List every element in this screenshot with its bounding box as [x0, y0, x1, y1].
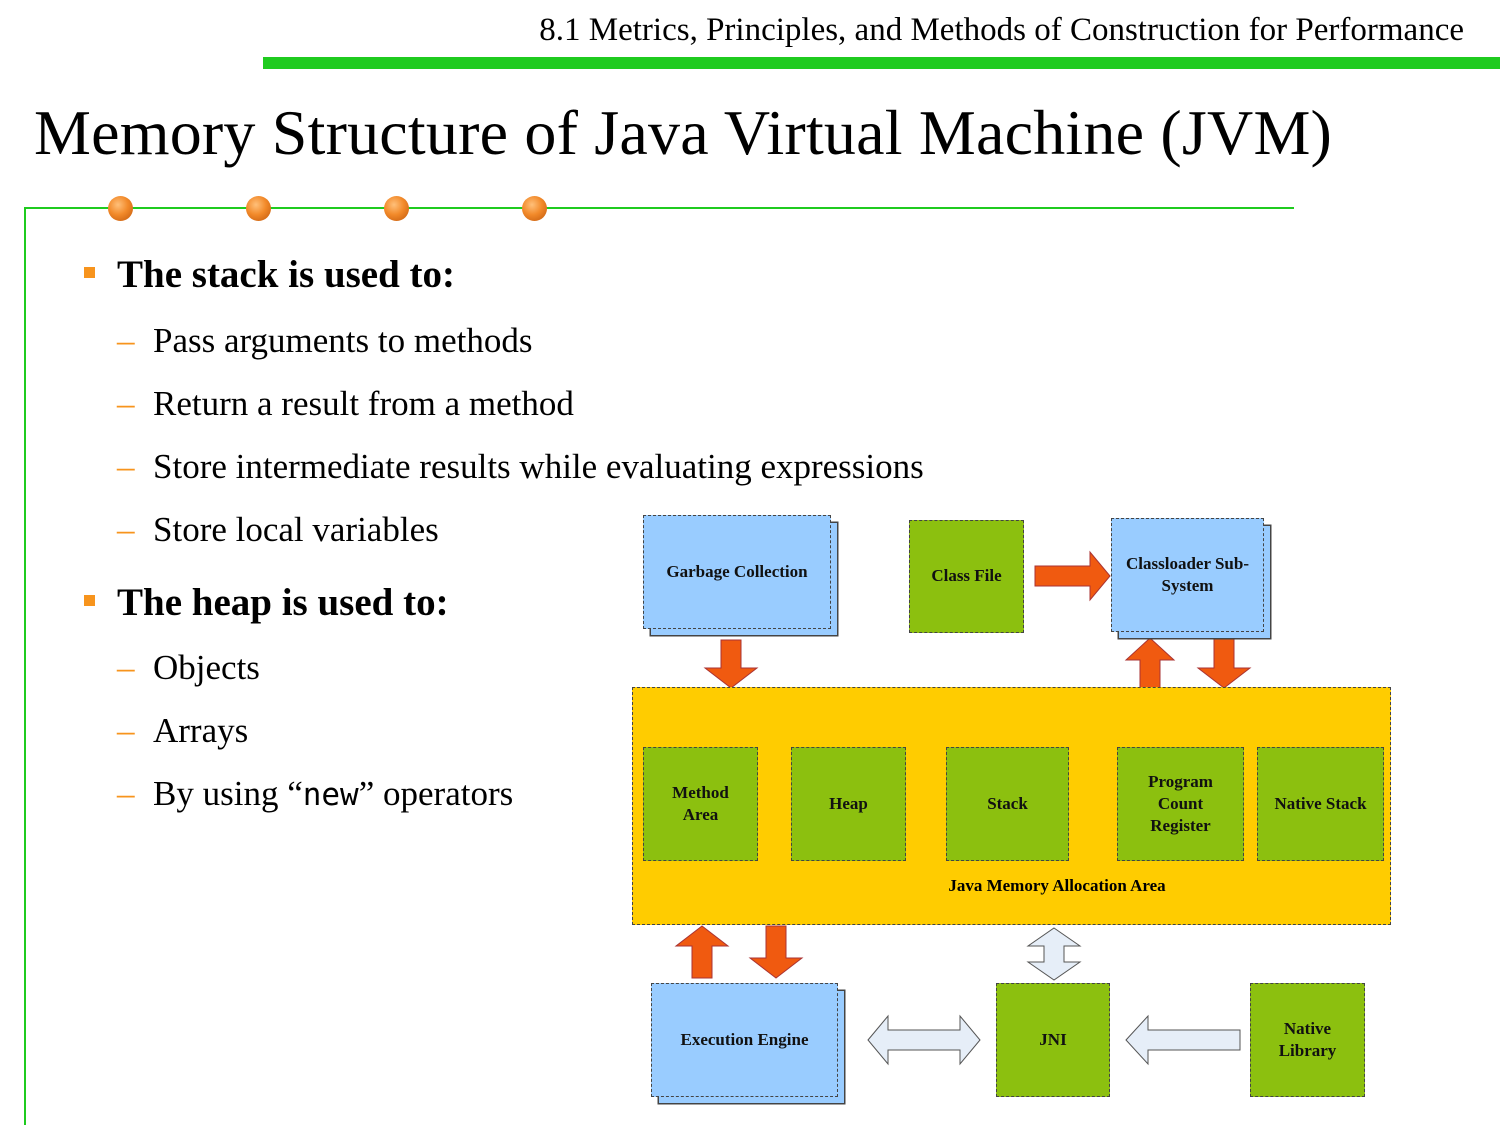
arrow-down-icon: [1196, 635, 1252, 689]
stack-box: Stack: [946, 747, 1069, 861]
arrow-down-icon: [703, 639, 759, 689]
title-divider: [24, 207, 1294, 209]
program-count-register-box: Program Count Register: [1117, 747, 1244, 861]
dash-bullet-icon: –: [117, 774, 135, 813]
heap-box: Heap: [791, 747, 906, 861]
classloader-box: Classloader Sub-System: [1111, 518, 1264, 632]
double-arrow-horizontal-icon: [867, 1014, 981, 1066]
dash-bullet-icon: –: [117, 510, 135, 549]
double-arrow-vertical-icon: [1026, 927, 1082, 981]
square-bullet-icon: [84, 594, 95, 606]
header-accent-bar: [263, 57, 1500, 69]
method-area-box: Method Area: [643, 747, 758, 861]
arrow-down-icon: [748, 925, 804, 979]
execution-engine-box: Execution Engine: [651, 983, 838, 1097]
stack-item: –Store intermediate results while evalua…: [117, 447, 924, 486]
slide-title: Memory Structure of Java Virtual Machine…: [34, 97, 1333, 168]
section-header: 8.1 Metrics, Principles, and Methods of …: [539, 12, 1464, 48]
dash-bullet-icon: –: [117, 321, 135, 360]
arrow-right-icon: [1034, 550, 1111, 602]
arrow-up-icon: [1124, 637, 1176, 689]
heap-item: –Objects: [117, 648, 260, 687]
dash-bullet-icon: –: [117, 384, 135, 423]
decorative-dot: [246, 196, 271, 221]
square-bullet-icon: [84, 266, 95, 278]
dash-bullet-icon: –: [117, 447, 135, 486]
heap-item: –Arrays: [117, 711, 249, 750]
heap-item: –By using “new” operators: [117, 774, 514, 813]
jni-box: JNI: [996, 983, 1110, 1097]
native-stack-box: Native Stack: [1257, 747, 1384, 861]
dash-bullet-icon: –: [117, 711, 135, 750]
arrow-up-icon: [674, 925, 730, 979]
decorative-dot: [384, 196, 409, 221]
dash-bullet-icon: –: [117, 648, 135, 687]
decorative-dot: [108, 196, 133, 221]
stack-item: –Store local variables: [117, 510, 439, 549]
stack-item: –Return a result from a method: [117, 384, 574, 423]
class-file-box: Class File: [909, 520, 1024, 633]
heap-heading: The heap is used to:: [84, 580, 449, 625]
garbage-collection-box: Garbage Collection: [643, 515, 831, 629]
stack-heading: The stack is used to:: [84, 252, 455, 297]
code-new: new: [302, 777, 359, 813]
arrow-left-icon: [1125, 1014, 1241, 1066]
native-library-box: Native Library: [1250, 983, 1365, 1097]
left-frame-line: [24, 207, 26, 1125]
decorative-dot: [522, 196, 547, 221]
stack-item: –Pass arguments to methods: [117, 321, 533, 360]
